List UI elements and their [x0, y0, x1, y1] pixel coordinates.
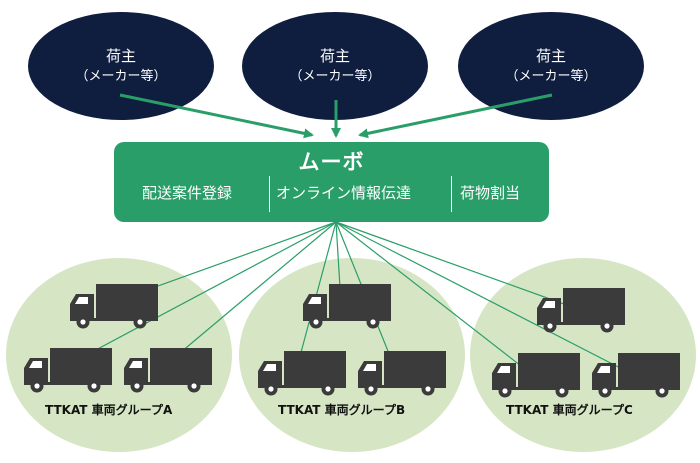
truck-icon [590, 351, 682, 403]
connection-line [335, 221, 576, 309]
arrow-shipper-1 [119, 93, 314, 139]
shipper-title: 荷主 [105, 47, 136, 65]
truck-icon [68, 282, 160, 334]
shipper-node-2: 荷主 （メーカー等） [242, 12, 428, 120]
truck-icon [301, 282, 393, 334]
arrow-shipper-3 [358, 93, 553, 139]
connection-line [335, 221, 531, 374]
group-b-label: TTKAT 車両グループB [278, 403, 406, 417]
truck-icon [256, 349, 348, 401]
truck-icon [122, 346, 214, 398]
shipper-title: 荷主 [319, 47, 350, 65]
group-a-label: TTKAT 車両グループA [45, 403, 173, 417]
shipper-subtitle: （メーカー等） [75, 69, 167, 84]
feature-divider [451, 176, 452, 212]
feature-cargo-assignment: 荷物割当 [460, 184, 521, 202]
shipper-subtitle: （メーカー等） [505, 69, 597, 84]
feature-online-info: オンライン情報伝達 [276, 184, 412, 202]
shipper-title: 荷主 [535, 47, 566, 65]
truck-icon [490, 351, 582, 403]
truck-icon [535, 286, 627, 338]
connection-line [61, 221, 337, 369]
truck-icon [22, 346, 114, 398]
connection-line [335, 221, 631, 374]
platform-title: ムーボ [298, 150, 365, 174]
shipper-subtitle: （メーカー等） [289, 69, 381, 84]
feature-divider [269, 176, 270, 212]
moobo-platform: ムーボ 配送案件登録 オンライン情報伝達 荷物割当 [114, 142, 549, 222]
truck-icon [356, 349, 448, 401]
feature-delivery-registration: 配送案件登録 [142, 184, 233, 202]
shipper-node-3: 荷主 （メーカー等） [458, 12, 644, 120]
group-c-label: TTKAT 車両グループC [506, 403, 633, 417]
shipper-node-1: 荷主 （メーカー等） [28, 12, 214, 120]
connection-line [161, 221, 337, 369]
